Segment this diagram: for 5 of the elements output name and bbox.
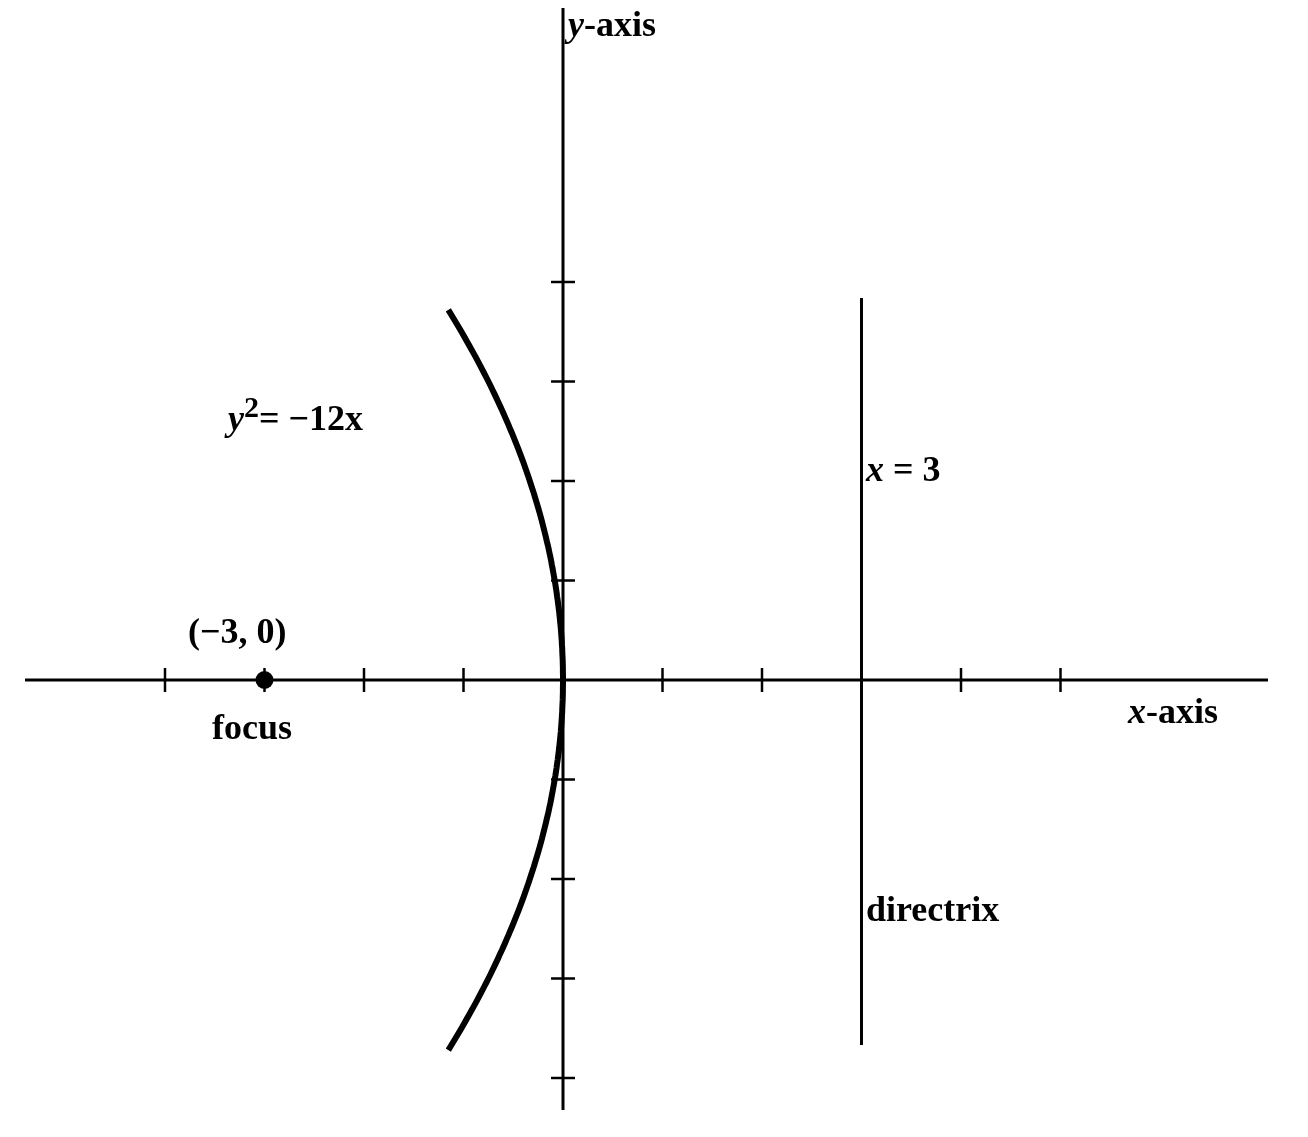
point-label: focus (212, 708, 292, 748)
coordinate-label: (−3, 0) (188, 612, 287, 652)
axis-label: x-axis (1128, 692, 1218, 732)
line-label: directrix (866, 890, 1000, 930)
equation-label: x = 3 (866, 450, 941, 490)
